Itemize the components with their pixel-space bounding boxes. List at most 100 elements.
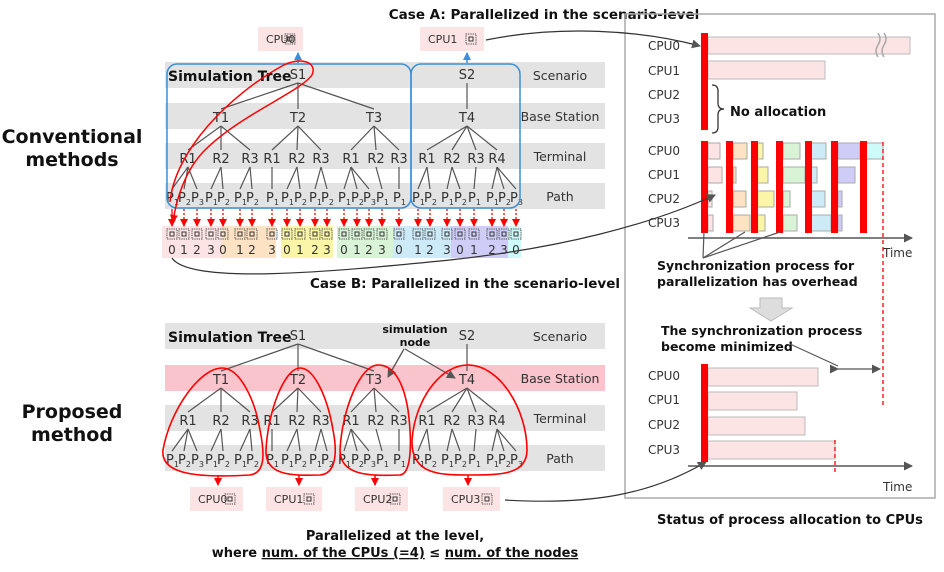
tree-edge [451, 428, 461, 452]
path-letter: P [266, 191, 274, 206]
scenario-node: S1 [290, 329, 307, 344]
tree-edge [426, 166, 431, 190]
path-letter: P [510, 191, 518, 206]
path-index: 2 [225, 460, 230, 469]
path-letter: P [205, 453, 213, 468]
path-node: P3 [363, 191, 376, 207]
path-letter: P [309, 191, 317, 206]
level-label-base-station: Base Station [521, 371, 600, 386]
path-letter: P [498, 453, 506, 468]
path-node: P3 [363, 453, 376, 469]
bar-break-mark [875, 32, 887, 58]
chip-icon [303, 493, 315, 505]
path-letter: P [294, 453, 302, 468]
parallel-note-line1: Parallelized at the level, [306, 529, 484, 544]
path-node: P2 [321, 191, 334, 207]
process-block [707, 142, 721, 160]
chip-core [444, 231, 450, 237]
cpu-label-bg [266, 487, 322, 511]
scenario-node: S1 [290, 68, 307, 83]
tree-title: Simulation Tree [168, 69, 292, 85]
chip-core [471, 231, 477, 237]
simulation-node-label: node [400, 336, 431, 349]
path-index: 1 [289, 198, 294, 207]
tree-edge [473, 428, 477, 452]
path-letter: P [217, 191, 225, 206]
chip-icon [441, 228, 453, 240]
path-node: P2 [178, 191, 191, 207]
no-allocation-label: No allocation [730, 105, 826, 120]
tree-edge [220, 387, 251, 413]
chip-outline [424, 228, 436, 240]
path-index: 1 [242, 198, 247, 207]
terminal-node: R3 [390, 414, 407, 429]
process-block [732, 214, 751, 232]
path-index: 1 [420, 198, 425, 207]
tree-edge [375, 428, 383, 452]
cpu-row-label: CPU3 [648, 112, 680, 126]
path-node: P2 [454, 453, 467, 469]
path-index: 1 [384, 198, 389, 207]
base-station-node: T3 [365, 111, 382, 126]
chip-outline [454, 228, 466, 240]
process-block [732, 190, 747, 208]
core-index: 1 [296, 243, 304, 257]
core-index: 2 [193, 243, 201, 257]
path-letter: P [234, 191, 242, 206]
path-letter: P [281, 453, 289, 468]
path-index: 2 [506, 460, 511, 469]
path-index: 3 [371, 198, 376, 207]
path-letter: P [246, 191, 254, 206]
path-letter: P [486, 191, 494, 206]
parallel-group-loop-t4 [411, 364, 528, 476]
terminal-node: R1 [342, 152, 359, 167]
cpu-label-text: CPU0 [198, 493, 227, 506]
chip-outline [191, 228, 203, 240]
process-block [810, 190, 826, 208]
tree-edge [314, 428, 322, 452]
path-letter: P [441, 191, 449, 206]
sync-min-pointer [789, 343, 839, 367]
tree-edge [171, 166, 189, 190]
path-letter: P [281, 191, 289, 206]
process-block [782, 190, 791, 208]
tree-edge [210, 166, 222, 190]
chip-core [489, 231, 495, 237]
tree-edge [466, 387, 498, 413]
process-block [707, 214, 714, 232]
path-node: P2 [498, 191, 511, 207]
process-block [837, 142, 861, 160]
chip-icon [376, 228, 388, 240]
chip-core [501, 231, 507, 237]
process-block [782, 142, 801, 160]
tree-edge [350, 428, 370, 452]
path-letter: P [205, 191, 213, 206]
path-node: P2 [498, 453, 511, 469]
bracket-icon [711, 84, 725, 134]
tree-edge [473, 166, 477, 190]
path-node: P1 [234, 453, 247, 469]
path-index: 1 [494, 460, 499, 469]
tree-edge [446, 428, 453, 452]
path-node: P2 [454, 191, 467, 207]
connector-case-b [171, 194, 716, 275]
chip-outline [284, 33, 296, 45]
cpu-label-text: CPU3 [451, 493, 480, 506]
tree-edge [320, 166, 328, 190]
terminal-node: R3 [467, 414, 484, 429]
tree-edge [249, 428, 253, 452]
path-letter: P [321, 453, 329, 468]
core-index: 2 [488, 243, 496, 257]
terminal-node: R4 [488, 152, 505, 167]
connector-proposed [504, 461, 707, 502]
core-index: 2 [426, 243, 434, 257]
path-letter: P [510, 453, 518, 468]
level-band [165, 143, 605, 169]
path-letter: P [338, 191, 346, 206]
tree-edge [375, 166, 383, 190]
path-index: 2 [432, 198, 437, 207]
core-index: 3 [207, 243, 215, 257]
chip-core [427, 231, 433, 237]
chip-core [208, 231, 214, 237]
sync-overhead-label: Synchronization process for [657, 258, 855, 273]
